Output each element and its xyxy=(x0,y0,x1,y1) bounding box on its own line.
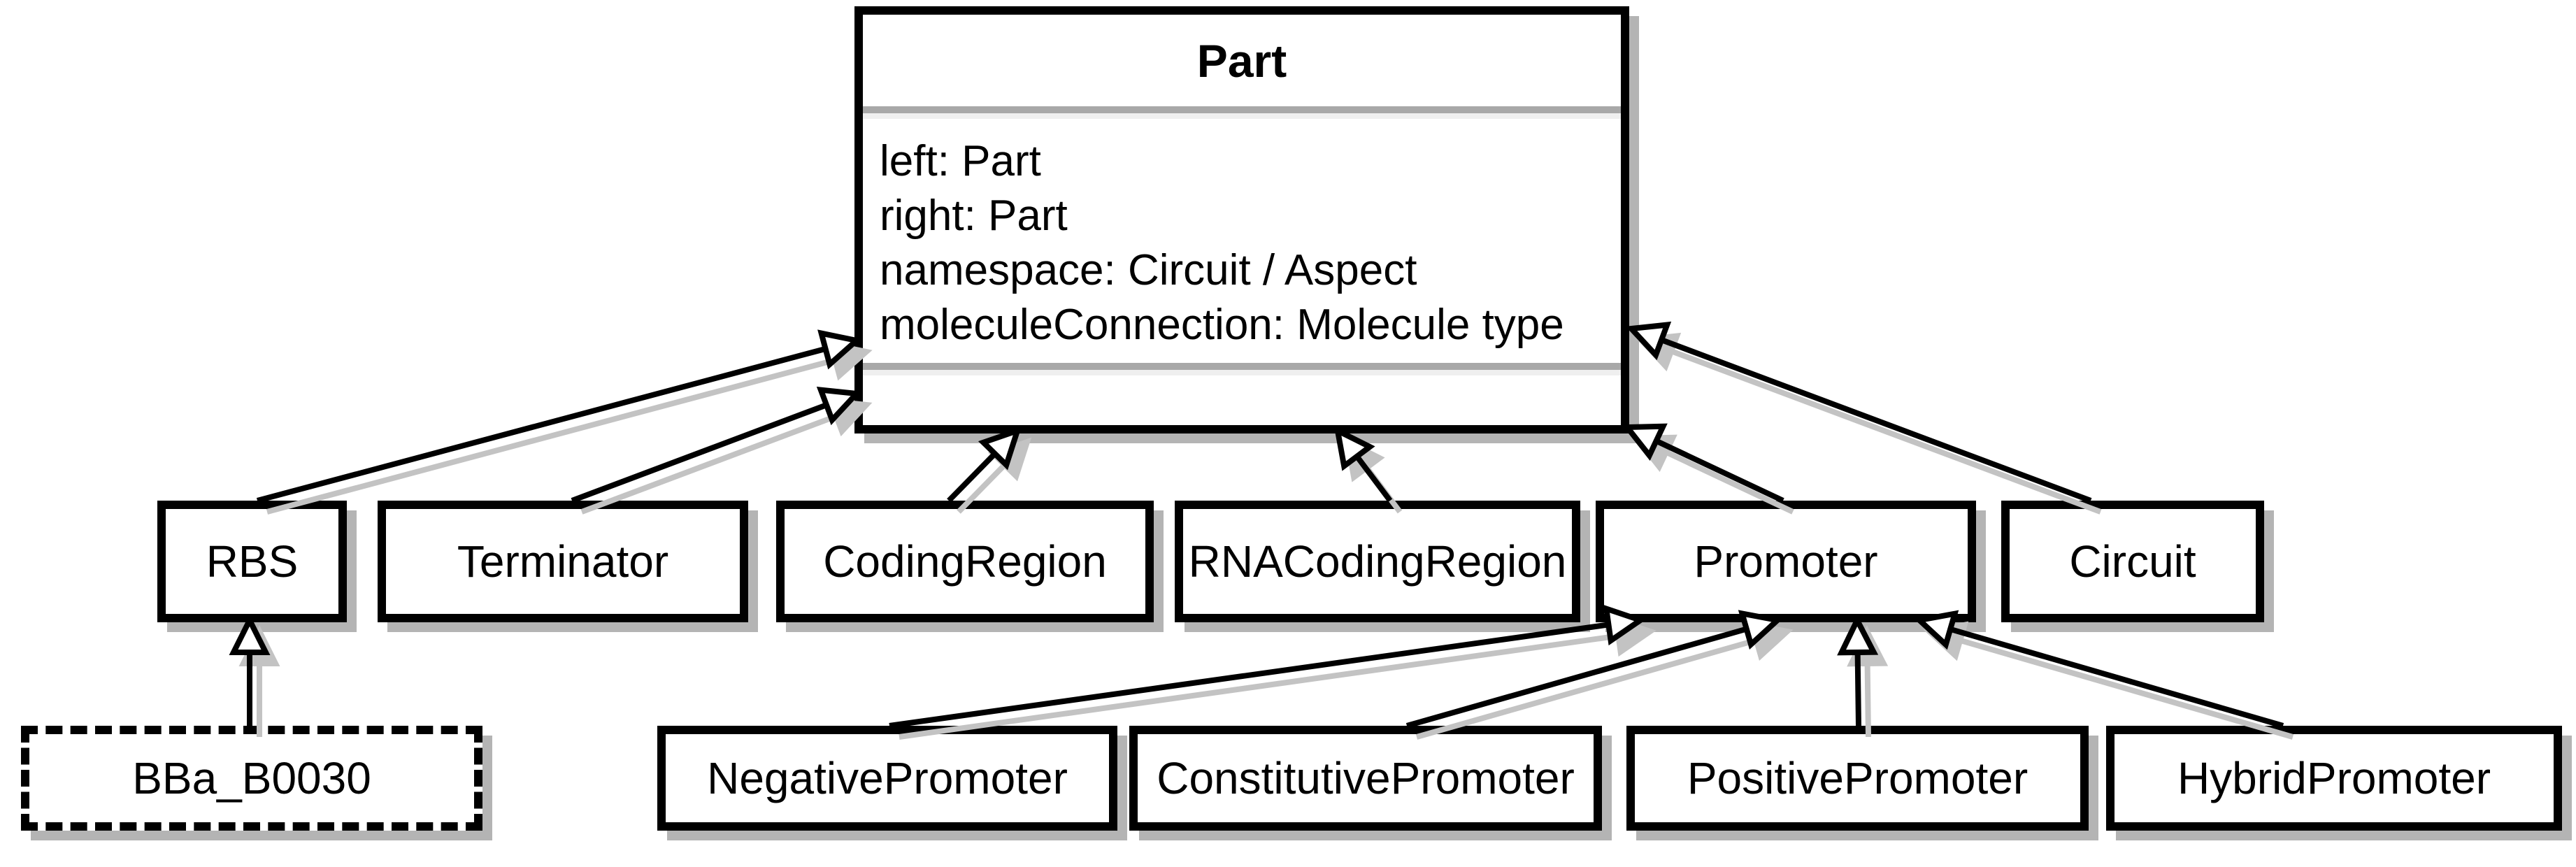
attribute-left: left: Part xyxy=(880,137,1041,185)
inheritance-arrow-shadow-bba_b0030-to-rbs xyxy=(238,625,280,737)
class-name-label: Promoter xyxy=(1694,536,1878,587)
inheritance-arrow-shadow-negativepromoter-to-promoter xyxy=(899,615,1656,740)
inheritance-arrow-negativepromoter-to-promoter xyxy=(889,604,1647,729)
methods-compartment xyxy=(863,375,1621,425)
class-box-positivepromoter: PositivePromoter xyxy=(1626,726,2089,831)
class-box-terminator: Terminator xyxy=(378,501,748,622)
inheritance-arrow-shadow-circuit-to-part xyxy=(1635,332,2102,515)
class-box-constitutivepromoter: ConstitutivePromoter xyxy=(1129,726,1602,831)
class-box-bba-b0030-instance: BBa_B0030 xyxy=(21,726,482,831)
compartment-separator xyxy=(863,106,1621,119)
inheritance-arrow-hybridpromoter-to-promoter xyxy=(1913,610,2284,729)
class-box-rbs: RBS xyxy=(157,501,347,622)
inheritance-arrow-promoter-to-part xyxy=(1621,423,1784,503)
inheritance-arrow-shadow-terminator-to-part xyxy=(580,398,873,515)
class-name-label: RNACodingRegion xyxy=(1188,536,1567,587)
inheritance-arrow-codingregion-to-part xyxy=(947,426,1022,503)
class-name-label: CodingRegion xyxy=(823,536,1107,587)
class-box-hybridpromoter: HybridPromoter xyxy=(2106,726,2562,831)
inheritance-arrow-shadow-constitutivepromoter-to-promoter xyxy=(1415,621,1794,740)
class-name-label: RBS xyxy=(206,536,299,587)
inheritance-arrow-shadow-rbs-to-part xyxy=(266,341,873,515)
class-box-promoter: Promoter xyxy=(1596,501,1976,622)
class-name-label: Part xyxy=(1196,34,1287,87)
class-box-part: Part left: Part right: Part namespace: C… xyxy=(854,6,1629,434)
inheritance-arrow-circuit-to-part xyxy=(1625,321,2092,503)
inheritance-arrow-bba_b0030-to-rbs xyxy=(229,614,271,726)
class-name-label: HybridPromoter xyxy=(2177,753,2491,803)
class-name-label: BBa_B0030 xyxy=(132,753,371,803)
attributes-compartment: left: Part right: Part namespace: Circui… xyxy=(863,119,1621,363)
class-box-negativepromoter: NegativePromoter xyxy=(657,726,1117,831)
class-box-rnacodingregion: RNACodingRegion xyxy=(1175,501,1580,622)
compartment-separator xyxy=(863,363,1621,375)
inheritance-arrow-terminator-to-part xyxy=(571,387,863,503)
inheritance-arrow-positivepromoter-to-promoter xyxy=(1837,614,1879,726)
inheritance-arrow-rbs-to-part xyxy=(256,329,863,503)
class-box-circuit: Circuit xyxy=(2001,501,2264,622)
class-name-label: ConstitutivePromoter xyxy=(1157,753,1575,803)
class-box-codingregion: CodingRegion xyxy=(776,501,1154,622)
inheritance-arrow-shadow-positivepromoter-to-promoter xyxy=(1847,625,1889,738)
attribute-namespace: namespace: Circuit / Aspect xyxy=(880,246,1417,294)
inheritance-arrow-shadow-hybridpromoter-to-promoter xyxy=(1923,621,2294,740)
attribute-right: right: Part xyxy=(880,192,1068,240)
inheritance-arrow-constitutivepromoter-to-promoter xyxy=(1405,610,1784,729)
class-name-label: Circuit xyxy=(2069,536,2196,587)
class-name-label: NegativePromoter xyxy=(707,753,1068,803)
attribute-molecule-connection: moleculeConnection: Molecule type xyxy=(880,301,1564,349)
class-name-label: PositivePromoter xyxy=(1687,753,2028,803)
inheritance-arrow-rnacodingregion-to-part xyxy=(1333,425,1393,503)
class-name-label: Terminator xyxy=(457,536,669,587)
